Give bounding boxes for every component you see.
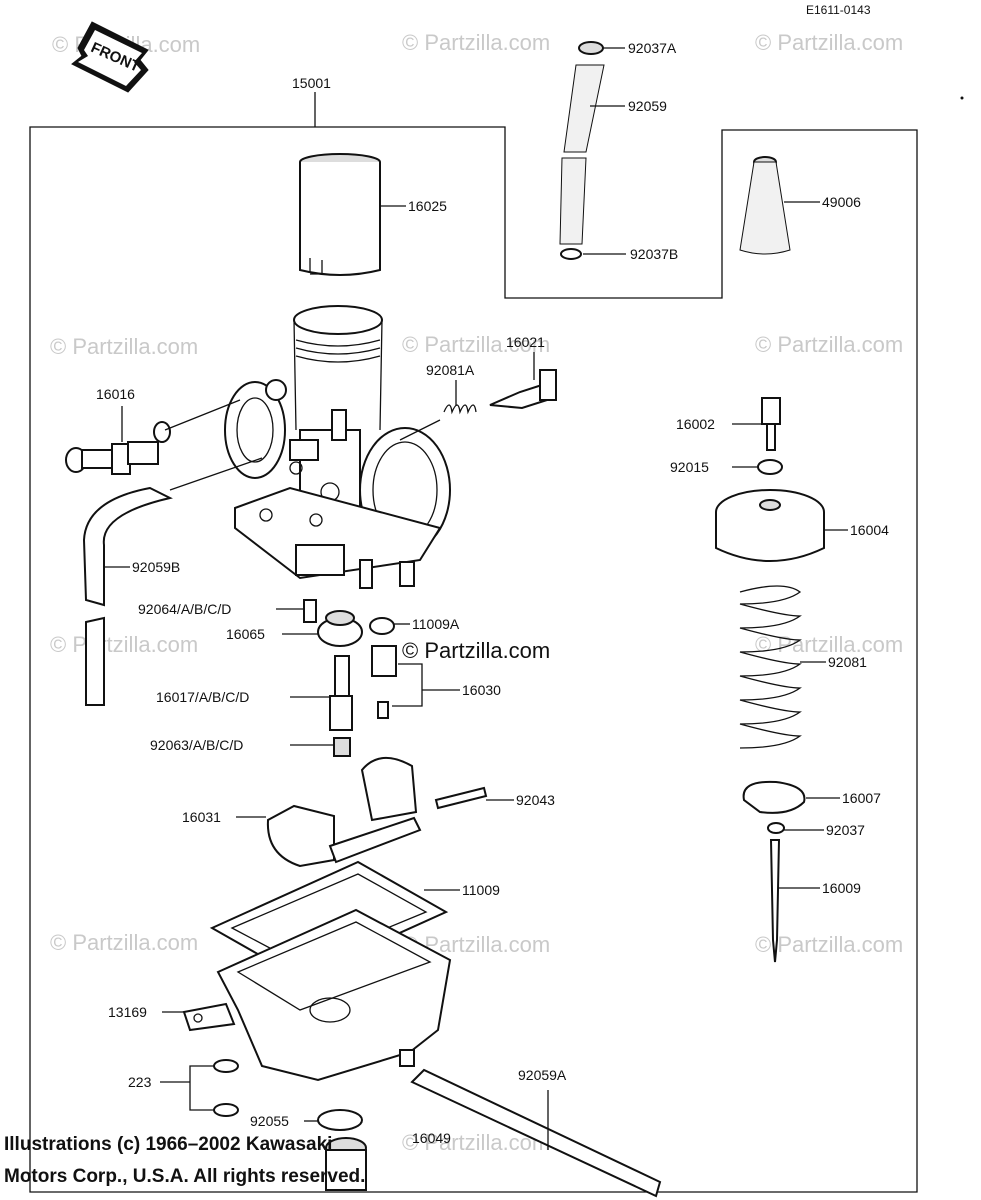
watermark: © Partzilla.com [755, 332, 903, 357]
part-label-16004: 16004 [850, 522, 889, 538]
part-label-15001: 15001 [292, 75, 331, 91]
watermark: © Partzilla.com [402, 30, 550, 55]
part-label-13169: 13169 [108, 1004, 147, 1020]
watermark: © Partzilla.com [755, 30, 903, 55]
part-label-92015: 92015 [670, 459, 709, 475]
hose-cap-illustration [578, 41, 604, 55]
part-label-92037b: 92037B [630, 246, 678, 262]
part-label-16017: 16017/A/B/C/D [156, 689, 249, 705]
part-label-92037a: 92037A [628, 40, 677, 56]
part-label-16049: 16049 [412, 1130, 451, 1146]
spring-seat-illustration [742, 780, 806, 814]
diagram-code: E1611-0143 [806, 3, 871, 17]
part-label-16016: 16016 [96, 386, 135, 402]
part-label-223: 223 [128, 1074, 152, 1090]
top-cap-illustration [715, 489, 825, 562]
part-label-92059: 92059 [628, 98, 667, 114]
watermark: © Partzilla.com [50, 334, 198, 359]
part-label-11009: 11009 [462, 882, 500, 898]
watermark: © Partzilla.com [755, 932, 903, 957]
needle-jet-holder-illustration [317, 610, 363, 647]
part-label-49006: 49006 [822, 194, 861, 210]
copyright-line-1: Illustrations (c) 1966–2002 Kawasaki [4, 1134, 332, 1155]
copyright-notice: Illustrations (c) 1966–2002 Kawasaki Mot… [4, 1134, 365, 1187]
part-label-92043: 92043 [516, 792, 555, 808]
bracket-illustration [182, 1002, 236, 1032]
part-label-16025: 16025 [408, 198, 447, 214]
part-label-92063: 92063/A/B/C/D [150, 737, 243, 753]
carburetor-body-illustration [224, 305, 451, 589]
rubber-cap-illustration [739, 156, 791, 255]
watermark-layer: © Partzilla.com © Partzilla.com © Partzi… [50, 30, 903, 1155]
throttle-slide-illustration [299, 153, 381, 276]
bowl-screws-illustration [213, 1059, 239, 1117]
part-label-92037: 92037 [826, 822, 865, 838]
breather-hose-illustration [559, 64, 605, 245]
part-label-92081: 92081 [828, 654, 867, 670]
overflow-hose-illustration [82, 486, 173, 706]
part-label-16030: 16030 [462, 682, 501, 698]
air-screw-spring-illustration [443, 404, 477, 415]
center-watermark: © Partzilla.com [402, 638, 550, 663]
part-label-92059a: 92059A [518, 1067, 567, 1083]
part-label-16002: 16002 [676, 416, 715, 432]
copyright-line-2: Motors Corp., U.S.A. All rights reserved… [4, 1166, 365, 1187]
cable-adjuster-illustration [761, 397, 781, 451]
part-label-11009a: 11009A [412, 616, 460, 632]
jet-needle-illustration [769, 839, 781, 963]
part-label-16021: 16021 [506, 334, 545, 350]
part-label-92064: 92064/A/B/C/D [138, 601, 231, 617]
part-label-16009: 16009 [822, 880, 861, 896]
assembly-outline [29, 126, 918, 1193]
part-labels: 15001 92037A 92059 16025 49006 92037B 16… [96, 40, 889, 1146]
float-valve-illustration [371, 645, 397, 719]
float-pin-illustration [434, 786, 488, 810]
part-label-92055: 92055 [250, 1113, 289, 1129]
needle-jet-illustration [329, 655, 353, 731]
part-label-92059b: 92059B [132, 559, 180, 575]
drain-hose-illustration [410, 1068, 662, 1198]
starter-plunger-illustration [65, 421, 171, 475]
watermark: © Partzilla.com [402, 332, 550, 357]
float-bowl-illustration [216, 908, 452, 1082]
air-screw-illustration [489, 369, 557, 410]
watermark: © Partzilla.com [50, 930, 198, 955]
throttle-valve-spring-illustration [739, 585, 802, 749]
drain-plug-illustration [325, 1137, 367, 1191]
float-illustration [266, 757, 422, 868]
part-label-16007: 16007 [842, 790, 881, 806]
front-arrow-badge: FRONT [71, 21, 149, 93]
part-label-16065: 16065 [226, 626, 265, 642]
watermark: © Partzilla.com [755, 632, 903, 657]
watermark: © Partzilla.com [50, 632, 198, 657]
part-label-92081a: 92081A [426, 362, 475, 378]
part-label-16031: 16031 [182, 809, 221, 825]
